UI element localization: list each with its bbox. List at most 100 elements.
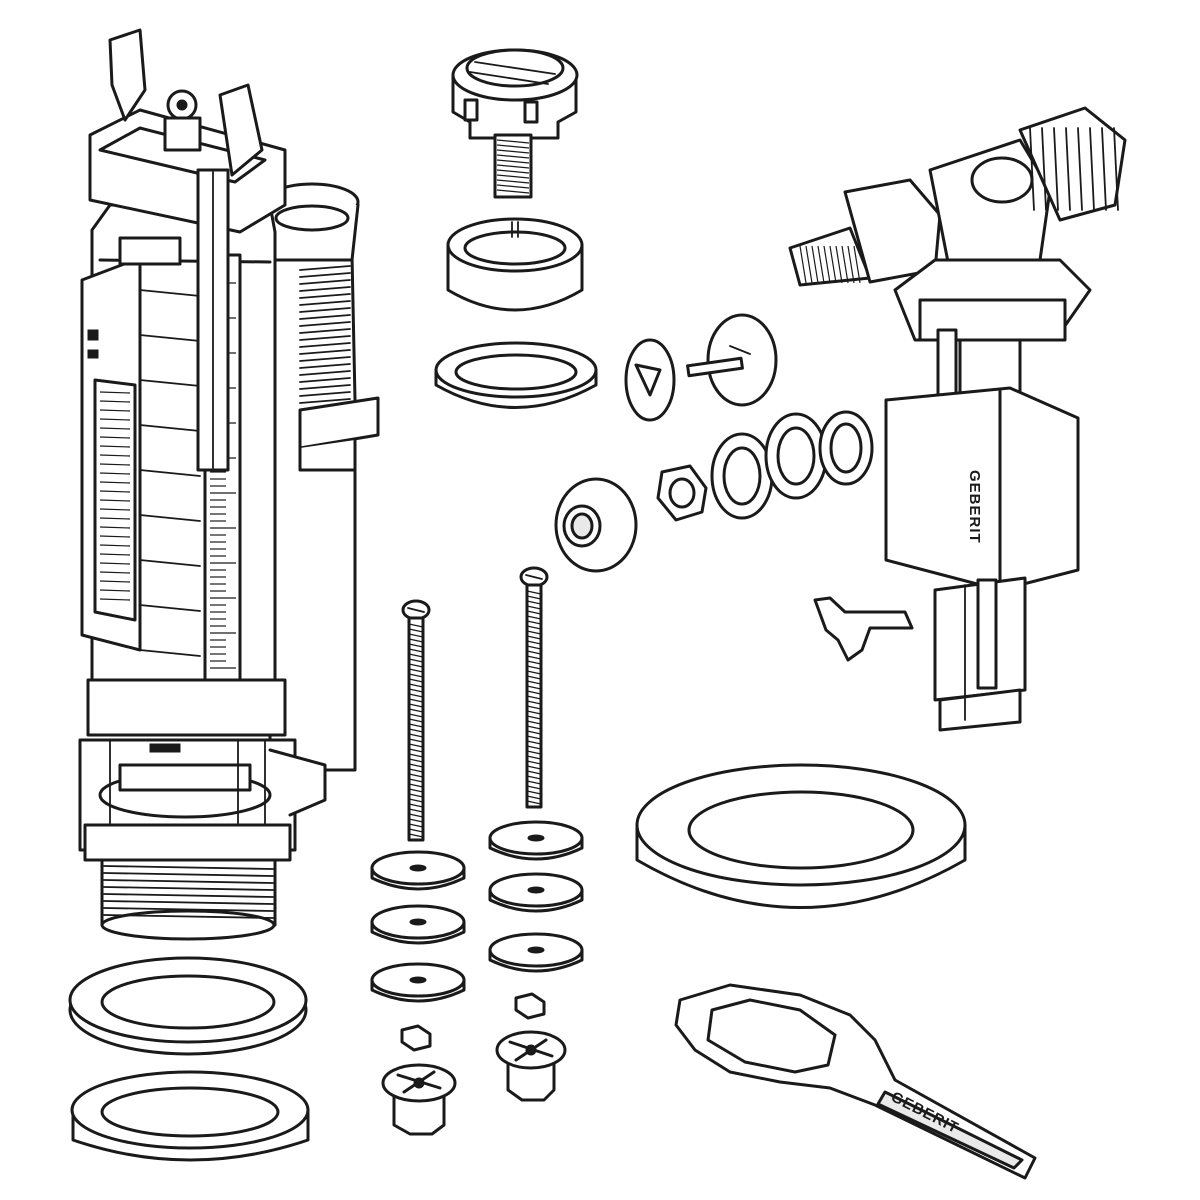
slot-line bbox=[99, 400, 131, 403]
thread-line bbox=[841, 245, 849, 284]
thread-line bbox=[526, 660, 542, 665]
thread-line bbox=[103, 886, 274, 891]
thread-line bbox=[526, 745, 542, 750]
small-nut-right bbox=[514, 992, 546, 1020]
body-ribs bbox=[139, 289, 201, 657]
thread-line bbox=[526, 735, 542, 740]
thread-line bbox=[103, 914, 274, 919]
thread-line bbox=[817, 245, 825, 284]
slot-line bbox=[99, 544, 131, 547]
thread-line bbox=[526, 715, 542, 720]
thread-line bbox=[408, 803, 424, 808]
inlet-thread bbox=[799, 245, 861, 284]
coil-line bbox=[299, 272, 351, 278]
coil-line bbox=[299, 321, 351, 327]
thread-line bbox=[526, 695, 542, 700]
thread-line bbox=[526, 740, 542, 745]
installation-wrench: GEBERIT bbox=[674, 983, 1037, 1180]
slot-line bbox=[99, 562, 131, 565]
thread-line bbox=[496, 144, 530, 149]
actuator-seal bbox=[434, 341, 598, 409]
thread-line bbox=[408, 718, 424, 723]
rib-line bbox=[139, 559, 201, 567]
thread-line bbox=[103, 879, 274, 884]
rib-line bbox=[139, 379, 201, 387]
slot-line bbox=[99, 571, 131, 574]
thread-line bbox=[496, 184, 530, 189]
coil-line bbox=[299, 342, 351, 348]
thread-line bbox=[103, 893, 274, 898]
thread-line bbox=[408, 783, 424, 788]
base-locknut bbox=[70, 1070, 310, 1162]
thread-line bbox=[408, 678, 424, 683]
thread-line bbox=[526, 775, 542, 780]
thread-line bbox=[408, 733, 424, 738]
coil-line bbox=[299, 363, 351, 369]
thread-line bbox=[496, 149, 530, 154]
thread-line bbox=[526, 690, 542, 695]
slot-line bbox=[99, 490, 131, 493]
small-nut-left bbox=[400, 1024, 432, 1052]
thread-line bbox=[496, 169, 530, 174]
thread-line bbox=[408, 793, 424, 798]
thread-line bbox=[526, 725, 542, 730]
washer-hole bbox=[527, 946, 545, 954]
thread-line bbox=[408, 683, 424, 688]
thread-line bbox=[408, 648, 424, 653]
thread-line bbox=[853, 245, 861, 284]
thread-line bbox=[829, 245, 837, 284]
thread-line bbox=[408, 658, 424, 663]
thread-line bbox=[526, 620, 542, 625]
washer-hole bbox=[409, 864, 427, 872]
fill-valve-nut bbox=[554, 477, 638, 573]
slot-line bbox=[99, 418, 131, 421]
thread-line bbox=[526, 770, 542, 775]
thread-line bbox=[496, 154, 530, 159]
slot-line bbox=[99, 553, 131, 556]
thread-line bbox=[408, 743, 424, 748]
thread-line bbox=[526, 760, 542, 765]
thread-line bbox=[408, 723, 424, 728]
thread-line bbox=[408, 638, 424, 643]
thread-line bbox=[496, 159, 530, 164]
thread-line bbox=[526, 665, 542, 670]
coil-line bbox=[299, 370, 351, 376]
float-disc bbox=[624, 338, 676, 422]
thread-line bbox=[526, 750, 542, 755]
rib-line bbox=[1053, 127, 1059, 211]
thread-line bbox=[408, 693, 424, 698]
thread-line bbox=[526, 710, 542, 715]
bolt-left bbox=[401, 599, 431, 842]
slot-line bbox=[99, 526, 131, 529]
thread-line bbox=[408, 753, 424, 758]
thread-line bbox=[526, 670, 542, 675]
thread-line bbox=[823, 245, 831, 284]
thread-line bbox=[408, 808, 424, 813]
rib-line bbox=[139, 469, 201, 477]
rib-line bbox=[139, 424, 201, 432]
washer-3 bbox=[818, 410, 874, 486]
thread-line bbox=[526, 630, 542, 635]
head-ribs bbox=[1029, 127, 1119, 211]
thread-line bbox=[496, 174, 530, 179]
slot-line bbox=[99, 391, 131, 394]
thread-line bbox=[408, 653, 424, 658]
rib-line bbox=[1065, 127, 1071, 211]
thread-line bbox=[526, 700, 542, 705]
thread-line bbox=[496, 139, 530, 144]
thread-line bbox=[526, 655, 542, 660]
thread-line bbox=[103, 865, 274, 870]
slot-line bbox=[99, 436, 131, 439]
coil-line bbox=[299, 377, 351, 383]
thread-line bbox=[526, 765, 542, 770]
thread-line bbox=[526, 800, 542, 805]
thread-line bbox=[811, 245, 819, 284]
thread-line bbox=[526, 795, 542, 800]
washer-hole bbox=[409, 918, 427, 926]
thread-line bbox=[799, 245, 807, 284]
thread-line bbox=[408, 758, 424, 763]
coil-line bbox=[299, 286, 351, 292]
thread-line bbox=[408, 668, 424, 673]
thread-line bbox=[526, 685, 542, 690]
